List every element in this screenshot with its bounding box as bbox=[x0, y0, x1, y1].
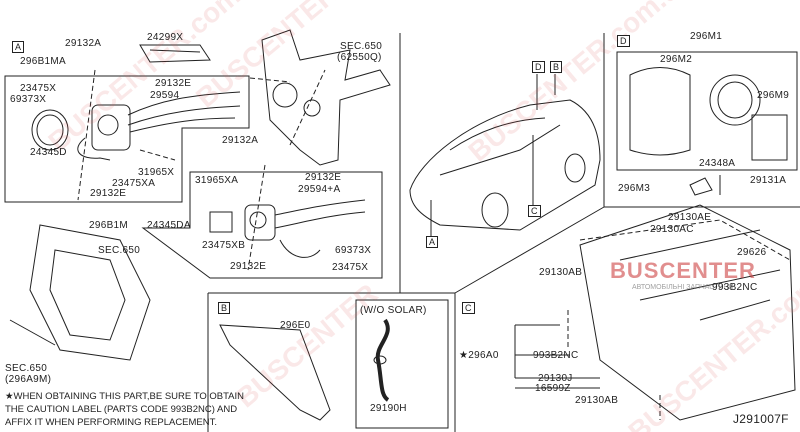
part-label: 29132A bbox=[222, 135, 259, 146]
charge-port-assembly-upper bbox=[31, 44, 291, 201]
charge-port-assembly-lower bbox=[209, 69, 366, 271]
part-label: 29130AB bbox=[575, 395, 619, 406]
part-label: 16599Z bbox=[535, 383, 571, 394]
part-label: 29132A bbox=[65, 38, 102, 49]
note-line: THE CAUTION LABEL (PARTS CODE 993B2NC) A… bbox=[5, 404, 238, 415]
car-marker-d: D bbox=[532, 61, 545, 73]
section-marker-c: C bbox=[462, 302, 475, 314]
part-label: 29130AE bbox=[668, 212, 712, 223]
part-label: 69373X bbox=[10, 94, 47, 105]
part-label: 296B1M bbox=[89, 220, 129, 231]
part-label: 993B2NC bbox=[712, 282, 758, 293]
part-label: SEC.650 bbox=[98, 245, 141, 256]
hose-29190h bbox=[375, 318, 390, 402]
part-label: 993B2NC bbox=[533, 350, 579, 361]
charge-cable-kit bbox=[629, 67, 788, 196]
divider-lines bbox=[207, 33, 800, 432]
part-label: 296M1 bbox=[690, 31, 723, 42]
part-label: SEC.650 bbox=[5, 363, 48, 374]
callout-box-a bbox=[4, 75, 250, 203]
part-label: 29626 bbox=[737, 247, 767, 258]
logo-tagline: АВТОМОБІЛЬНІ ЗАПЧАСТИНИ bbox=[632, 284, 734, 291]
part-label: 23475X bbox=[332, 262, 369, 273]
part-label: 29132E bbox=[90, 188, 127, 199]
part-label: (W/O SOLAR) bbox=[360, 305, 427, 316]
callout-box-d bbox=[616, 51, 798, 171]
part-label: 296M2 bbox=[660, 54, 693, 65]
part-label: 29130AB bbox=[539, 267, 583, 278]
car-marker-c: C bbox=[528, 205, 541, 217]
trim-296e0 bbox=[219, 324, 331, 421]
onboard-charger-unit bbox=[514, 204, 796, 421]
section-marker-a: A bbox=[12, 41, 25, 53]
part-label: 24348A bbox=[699, 158, 736, 169]
part-label: 296E0 bbox=[280, 320, 311, 331]
part-label: 31965X bbox=[138, 167, 175, 178]
part-label: ★296A0 bbox=[459, 350, 499, 361]
part-label: 23475XA bbox=[112, 178, 156, 189]
part-label: 29130J bbox=[538, 373, 573, 384]
car-marker-b: B bbox=[550, 61, 563, 73]
logo-brand: BUSCENTER bbox=[610, 258, 756, 283]
part-label: 29594+A bbox=[298, 184, 341, 195]
part-label: 24299X bbox=[147, 32, 184, 43]
part-label: 69373X bbox=[335, 245, 372, 256]
buscenter-logo: BUSCENTER АВТОМОБІЛЬНІ ЗАПЧАСТИНИ bbox=[610, 258, 756, 291]
vehicle-overview bbox=[409, 74, 601, 240]
part-label: 31965XA bbox=[195, 175, 239, 186]
radiator-core-support-bracket bbox=[261, 29, 391, 166]
section-marker-d: D bbox=[617, 35, 630, 47]
note-line: AFFIX IT WHEN PERFORMING REPLACEMENT. bbox=[5, 417, 218, 428]
callout-box-wo-solar bbox=[355, 299, 449, 429]
lower-frame-sketch bbox=[9, 224, 151, 361]
part-label: 296M9 bbox=[757, 90, 790, 101]
note-line: ★WHEN OBTAINING THIS PART,BE SURE TO OBT… bbox=[5, 391, 245, 402]
car-marker-a: A bbox=[426, 236, 439, 248]
part-label: 29132E bbox=[230, 261, 267, 272]
part-label: 24345D bbox=[30, 147, 67, 158]
part-label: (62550Q) bbox=[337, 52, 382, 63]
part-label: 29190H bbox=[370, 403, 407, 414]
part-label: 23475X bbox=[20, 83, 57, 94]
part-label: 24345DA bbox=[147, 220, 191, 231]
caution-note: ★WHEN OBTAINING THIS PART,BE SURE TO OBT… bbox=[5, 390, 244, 429]
part-label: 29594 bbox=[150, 90, 180, 101]
part-label: 29132E bbox=[155, 78, 192, 89]
part-label: 29131A bbox=[750, 175, 787, 186]
section-marker-b: B bbox=[218, 302, 231, 314]
part-label: 296B1MA bbox=[20, 56, 67, 67]
diagram-id: J291007F bbox=[733, 412, 789, 426]
part-label: 23475XB bbox=[202, 240, 246, 251]
part-label: 29130AC bbox=[650, 224, 694, 235]
part-label: 29132E bbox=[305, 172, 342, 183]
part-label: (296A9M) bbox=[5, 374, 52, 385]
part-label: 296M3 bbox=[618, 183, 651, 194]
part-label: SEC.650 bbox=[340, 41, 383, 52]
callout-box-a2 bbox=[141, 171, 383, 279]
